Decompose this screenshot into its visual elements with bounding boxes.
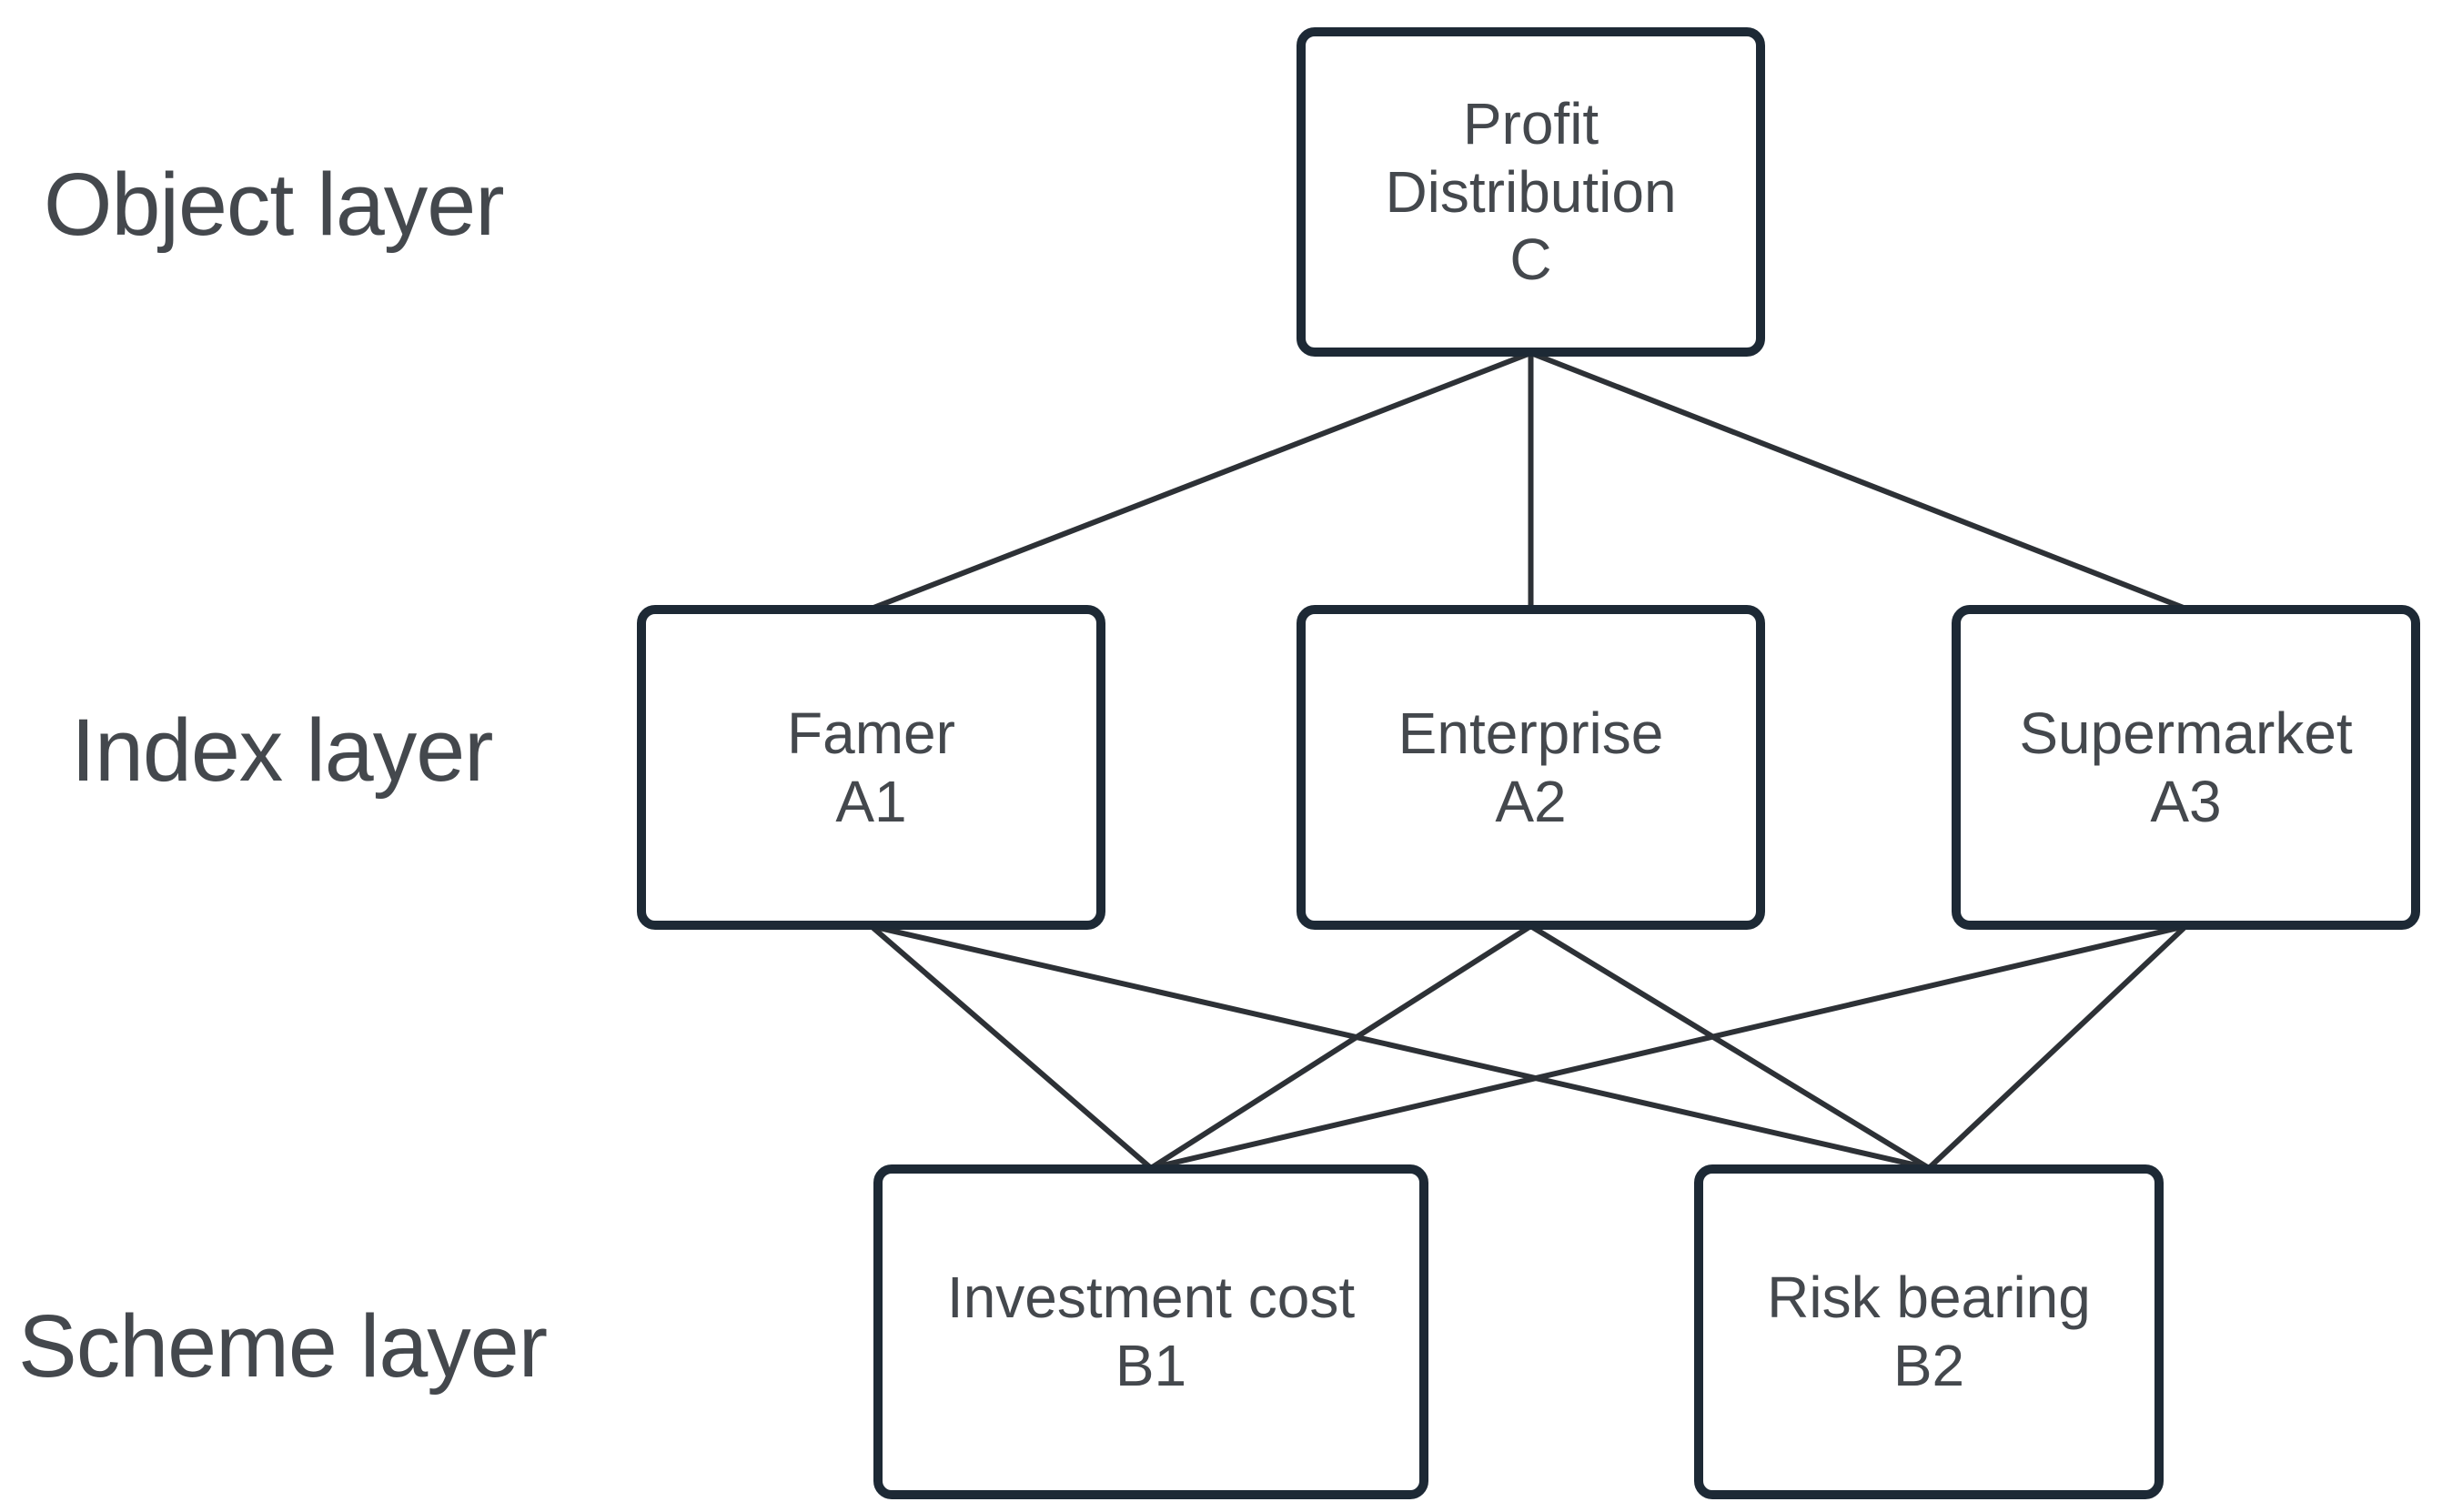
node-famer-a1: Famer A1 <box>637 605 1105 930</box>
edge-A2-B2 <box>1529 923 1931 1171</box>
node-label: Investment cost B1 <box>946 1265 1356 1398</box>
edge-C-A1 <box>870 350 1532 611</box>
layer-label-object: Object layer <box>44 155 505 254</box>
layer-label-scheme: Scheme layer <box>18 1296 548 1396</box>
node-label: Enterprise A2 <box>1398 700 1664 834</box>
edge-C-A3 <box>1529 350 2187 611</box>
node-label: Profit Distribution C <box>1385 90 1677 293</box>
node-supermarket-a3: Supermarket A3 <box>1952 605 2420 930</box>
node-enterprise-a2: Enterprise A2 <box>1297 605 1765 930</box>
node-investment-cost-b1: Investment cost B1 <box>873 1164 1428 1499</box>
node-label: Risk bearing B2 <box>1767 1265 2091 1398</box>
node-risk-bearing-b2: Risk bearing B2 <box>1694 1164 2164 1499</box>
node-label: Supermarket A3 <box>2019 700 2353 834</box>
node-label: Famer A1 <box>787 700 955 834</box>
edge-A1-B1 <box>869 923 1153 1171</box>
edge-A1-B2 <box>870 923 1930 1171</box>
node-profit-distribution-c: Profit Distribution C <box>1297 27 1765 357</box>
edge-A2-B1 <box>1149 923 1533 1171</box>
edge-A3-B2 <box>1926 923 2188 1171</box>
layer-label-index: Index layer <box>71 701 493 800</box>
edge-A3-B1 <box>1150 923 2187 1171</box>
